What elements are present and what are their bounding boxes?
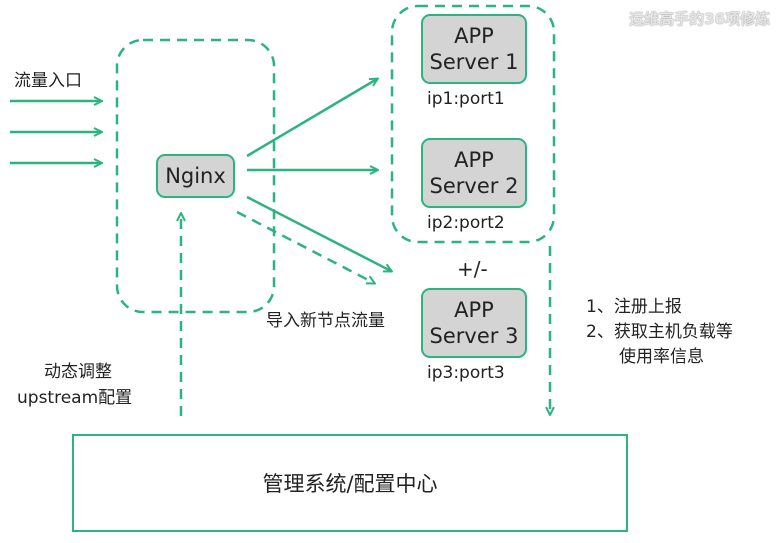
traffic-entry-label: 流量入口 — [14, 71, 82, 91]
nginx-node: Nginx — [156, 154, 235, 198]
app-server-3-node: APP Server 3 — [421, 288, 527, 358]
new-node-traffic-label: 导入新节点流量 — [266, 311, 385, 331]
nginx-group-container — [115, 38, 276, 314]
dynamic-adjust-label-line1: 动态调整 — [44, 362, 112, 382]
server-1-address: ip1:port1 — [427, 89, 505, 109]
server-2-address: ip2:port2 — [427, 213, 505, 233]
nginx-to-server3-arrow — [246, 195, 391, 271]
app-server-2-node: APP Server 2 — [421, 138, 527, 208]
management-center-box: 管理系统/配置中心 — [72, 434, 628, 532]
register-step-3-label: 使用率信息 — [619, 347, 704, 367]
server-3-line2: Server 3 — [429, 324, 519, 348]
server-3-address: ip3:port3 — [427, 363, 505, 383]
app-server-1-node: APP Server 1 — [421, 14, 527, 84]
nginx-to-server3-dashed-arrow — [236, 210, 374, 283]
server-1-line2: Server 1 — [429, 50, 519, 74]
server-1-line1: APP — [454, 24, 494, 48]
register-step-1-label: 1、注册上报 — [586, 297, 682, 317]
management-center-label: 管理系统/配置中心 — [262, 472, 438, 496]
nginx-label: Nginx — [165, 164, 226, 188]
register-step-2-label: 2、获取主机负载等 — [586, 322, 733, 342]
nginx-to-server1-arrow — [246, 79, 377, 158]
plus-minus-label: +/- — [457, 257, 488, 281]
watermark: 运维高手的36项修炼 — [629, 10, 770, 28]
dynamic-adjust-label-line2: upstream配置 — [17, 388, 133, 408]
server-2-line1: APP — [454, 148, 494, 172]
server-3-line1: APP — [454, 298, 494, 322]
server-pool-container — [390, 4, 556, 244]
server-2-line2: Server 2 — [429, 174, 519, 198]
